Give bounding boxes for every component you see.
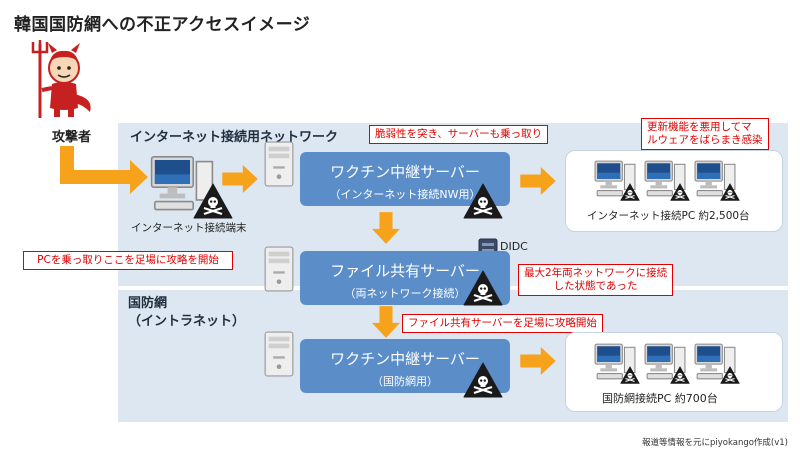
terminal-label: インターネット接続端末 [131,222,247,234]
defense-zone-label-line1: 国防網 [128,296,168,311]
vaccine-defense-server-box: ワクチン中継サーバー （国防網用） [300,339,510,393]
update-abuse-callout: 更新機能を悪用してマ ルウェアをばらまき感染 [641,118,769,150]
devil-attacker-icon [31,40,91,118]
file-share-server-sub: （両ネットワーク接続） [344,287,466,300]
defense-pc-3-skull-icon [720,366,740,384]
arrow-vaccine-to-internet-pcs [520,167,556,195]
vaccine-internet-server-name: ワクチン中継サーバー [330,163,480,181]
internet-pc-group-label: インターネット接続PC 約2,500台 [587,210,750,222]
defense-pc-1-skull-icon [620,366,640,384]
internet-pc-1-skull-icon [620,183,640,201]
defense-zone-label: 国防網 （イントラネット） [128,295,245,331]
file-share-server-box: ファイル共有サーバー （両ネットワーク接続） [300,251,510,305]
update-abuse-callout-line1: 更新機能を悪用してマ [647,121,752,133]
arrow-file-server-to-vaccine [372,306,400,338]
defense-pc-group-label: 国防網接続PC 約700台 [602,392,718,405]
diagram-title: 韓国国防網への不正アクセスイメージ [14,15,311,35]
two-years-callout-line2: した状態であった [553,280,638,292]
internet-zone-label: インターネット接続用ネットワーク [130,130,339,145]
internet-pc-3-skull-icon [720,183,740,201]
attack-entry-arrow [60,146,148,194]
defense-zone-label-line2: （イントラネット） [128,314,246,329]
attacker-label: 攻撃者 [52,130,92,145]
vaccine-defense-server-name: ワクチン中継サーバー [330,350,480,368]
foothold-callout: PCを乗っ取りここを足場に攻略を開始 [23,251,233,270]
vulnerability-callout: 脆弱性を突き、サーバーも乗っ取り [369,125,549,144]
vaccine-defense-server-sub: （国防網用） [372,375,438,388]
update-abuse-callout-line2: ルウェアをばらまき感染 [647,134,763,146]
vaccine-defense-skull-icon [463,362,503,398]
file-share-server-icon [264,245,294,293]
vaccine-defense-server-icon [264,330,294,378]
didc-label: DIDC [500,240,528,253]
two-years-callout: 最大2年両ネットワークに接続 した状態であった [518,264,674,296]
internet-pc-2-skull-icon [670,183,690,201]
vaccine-internet-skull-icon [463,183,503,219]
file-share-skull-icon [463,270,503,306]
file-attack-callout: ファイル共有サーバーを足場に攻略開始 [402,314,603,333]
two-years-callout-line1: 最大2年両ネットワークに接続 [524,267,668,279]
vaccine-internet-server-sub: （インターネット接続NW用） [329,188,481,201]
file-share-server-name: ファイル共有サーバー [330,262,480,280]
footnote: 報道等情報を元にpiyokango作成(v1) [641,438,788,448]
vaccine-internet-server-box: ワクチン中継サーバー （インターネット接続NW用） [300,152,510,206]
arrow-terminal-to-vaccine [222,165,258,193]
arrow-vaccine-to-file-server [372,212,400,244]
defense-pc-2-skull-icon [670,366,690,384]
arrow-vaccine-to-defense-pcs [520,347,556,375]
vaccine-internet-server-icon [264,140,294,188]
